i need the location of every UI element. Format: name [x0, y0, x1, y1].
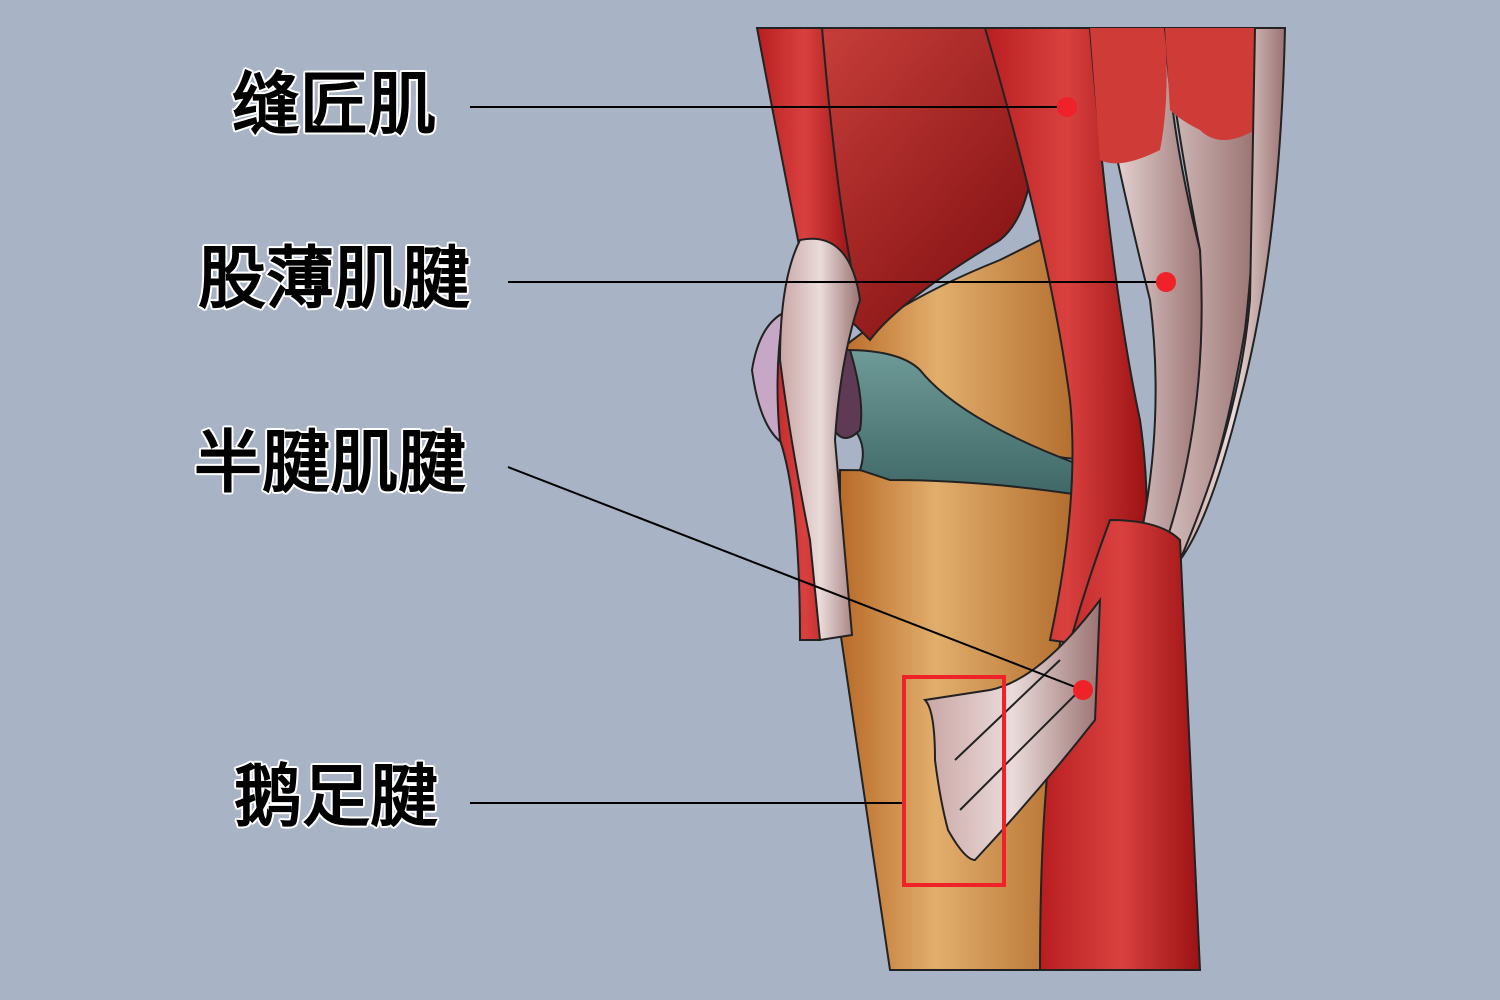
leader-line-semitendinosus: [507, 466, 1084, 691]
label-semitendinosus-tendon: 半腱肌腱: [194, 424, 467, 503]
label-gracilis-tendon: 股薄肌腱: [198, 240, 471, 319]
marker-dot-gracilis: [1156, 272, 1176, 292]
marker-dot-sartorius: [1057, 97, 1077, 117]
label-pes-anserinus: 鹅足腱: [234, 758, 439, 837]
marker-dot-semitendinosus: [1073, 680, 1093, 700]
highlight-box-pes-anserinus: [902, 675, 1006, 887]
label-sartorius: 缝匠肌: [232, 66, 437, 145]
